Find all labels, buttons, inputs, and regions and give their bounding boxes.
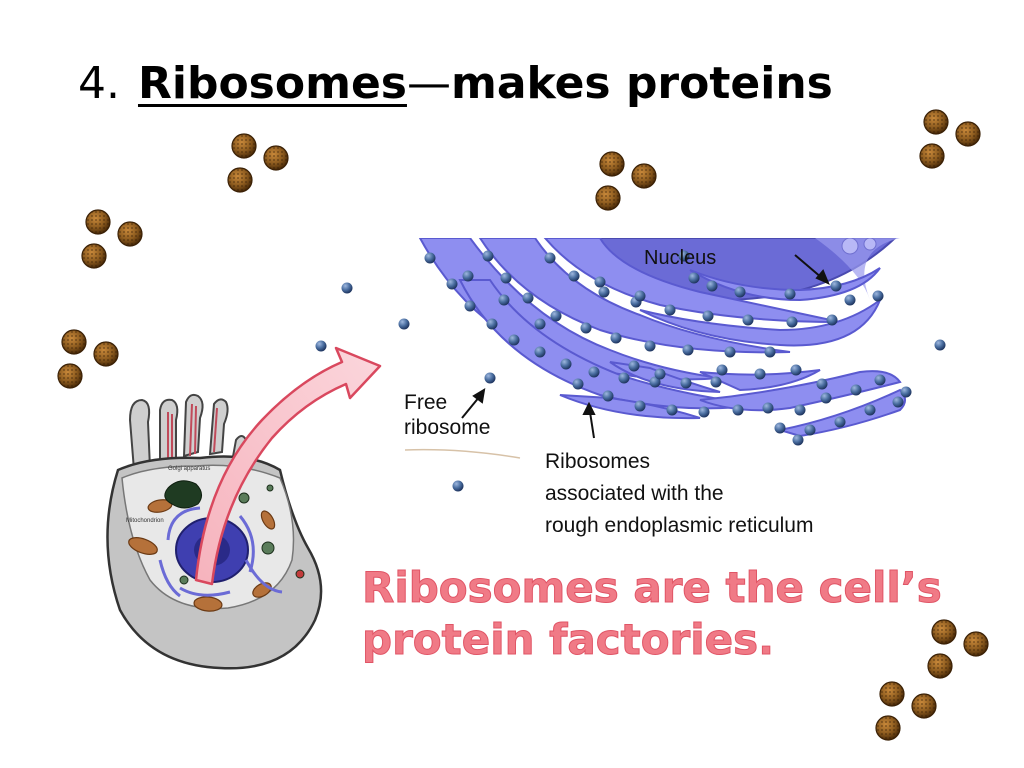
free-ribosome-label: Free ribosome: [404, 390, 490, 440]
free-ribosome-label-line2: ribosome: [404, 416, 491, 439]
title-keyword: Ribosomes: [137, 58, 407, 109]
rer-label-line2: associated with the: [545, 482, 724, 505]
rough-er: [418, 238, 912, 446]
caption-line1: Ribosomes are the cell’s: [362, 563, 943, 613]
free-ribosome-label-line1: Free: [404, 391, 448, 414]
arrow-icon: [461, 254, 830, 439]
nucleus-label: Nucleus: [644, 247, 717, 269]
rer-ribosome-label: Ribosomes associated with the rough endo…: [545, 446, 813, 542]
title-separator: —: [406, 58, 451, 109]
zoom-arrow-icon: [194, 346, 382, 586]
rer-label-line3: rough endoplasmic reticulum: [545, 514, 814, 537]
caption-line2: protein factories.: [362, 615, 775, 665]
cell-label-golgi: Golgi apparatus: [168, 466, 210, 472]
rer-label-line1: Ribosomes: [545, 450, 651, 473]
title-number: 4.: [78, 58, 120, 109]
page-title: 4. Ribosomes—makes proteins: [78, 58, 833, 109]
cell-label-mitochondrion: Mitochondrion: [126, 518, 164, 524]
caption: Ribosomes are the cell’s protein factori…: [362, 562, 943, 666]
title-rest: makes proteins: [450, 58, 833, 109]
